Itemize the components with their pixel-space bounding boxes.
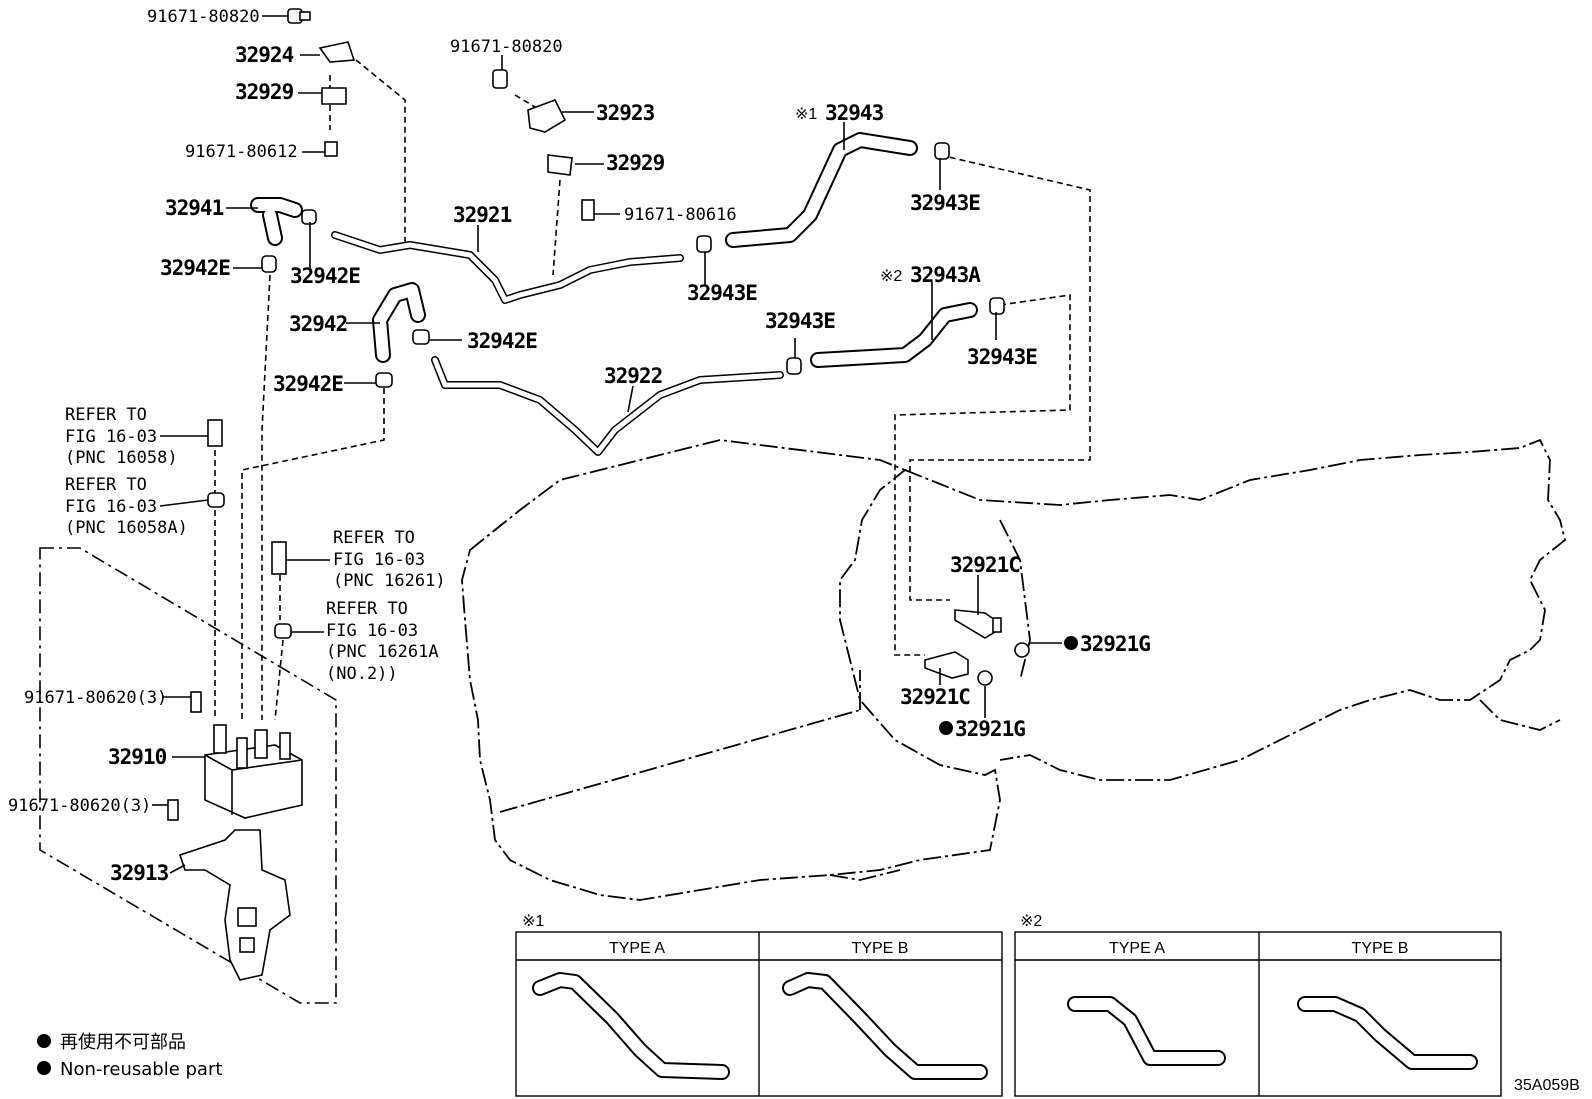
- gasket-32921g-a: [1014, 642, 1030, 658]
- variant-table-1: ※1 TYPE A TYPE B: [515, 913, 1003, 1097]
- ref-3-line2: FIG 16-03: [333, 550, 425, 570]
- solid-leaders: [152, 15, 1062, 874]
- label-32929-center: 32929: [606, 151, 665, 175]
- label-32942e-c: 32942E: [467, 329, 537, 353]
- union-32921c-b: [924, 651, 969, 679]
- variant-2-mark: ※2: [1020, 913, 1042, 930]
- label-32943e-d: 32943E: [967, 345, 1037, 369]
- label-32942e-a: 32942E: [160, 256, 230, 280]
- non-reusable-dot: [939, 721, 953, 735]
- bolt-80620-a: [190, 691, 202, 713]
- label-32943e-b: 32943E: [687, 281, 757, 305]
- bolt-80612: [324, 141, 338, 157]
- legend-en: Non-reusable part: [60, 1059, 222, 1080]
- label-32941: 32941: [165, 196, 224, 220]
- tube-32921: [331, 231, 684, 304]
- hose-32942: [372, 282, 426, 363]
- non-reusable-dot: [1064, 636, 1078, 650]
- label-bolt-80620-a: 91671-80620(3): [24, 688, 167, 708]
- label-32943-mark: ※1: [795, 106, 817, 123]
- ref-4-line3: (PNC 16261A: [326, 642, 439, 662]
- label-32942e-b: 32942E: [290, 264, 360, 288]
- ref-3-line3: (PNC 16261): [333, 571, 446, 591]
- bracket-32923: [527, 99, 567, 133]
- clamps: [207, 142, 1005, 639]
- label-32910: 32910: [108, 745, 167, 769]
- bolt-80620-b: [167, 799, 179, 821]
- bolt-top-center: [492, 69, 508, 89]
- label-32943e-c: 32943E: [765, 309, 835, 333]
- clamp-32929-left: [321, 87, 347, 105]
- label-32942e-d: 32942E: [273, 372, 343, 396]
- ref-2-line1: REFER TO: [65, 475, 147, 495]
- variant-table-2: ※2 TYPE A TYPE B: [1014, 913, 1502, 1097]
- bolt-top-left: [287, 8, 311, 24]
- variant-1-mark: ※1: [522, 913, 544, 930]
- union-32921c-a: [954, 609, 1002, 639]
- label-32943: 32943: [825, 101, 884, 125]
- ref-2-line3: (PNC 16058A): [65, 518, 188, 538]
- variant-1-type-b: TYPE B: [852, 940, 909, 957]
- reference-labels: REFER TO FIG 16-03 (PNC 16058) REFER TO …: [65, 405, 446, 684]
- label-bolt-80616: 91671-80616: [624, 205, 737, 225]
- label-32923: 32923: [596, 101, 655, 125]
- label-bolt-top-center: 91671-80820: [450, 37, 563, 57]
- label-32921g-a: 32921G: [1080, 632, 1150, 656]
- label-32943a-mark: ※2: [880, 268, 902, 285]
- transmission-outline: [461, 438, 1567, 901]
- ref-1-line1: REFER TO: [65, 405, 147, 425]
- label-32943a: 32943A: [910, 263, 981, 287]
- ref-1-line2: FIG 16-03: [65, 427, 157, 447]
- ref-1-line3: (PNC 16058): [65, 448, 178, 468]
- label-bolt-80620-b: 91671-80620(3): [8, 796, 151, 816]
- label-32924: 32924: [235, 43, 294, 67]
- cooler-panel: [39, 547, 337, 1004]
- legend-dot: [37, 1034, 51, 1048]
- gasket-32921g-b: [977, 670, 993, 686]
- label-32913: 32913: [110, 861, 169, 885]
- tube-32922: [431, 356, 784, 456]
- variant-1-type-a: TYPE A: [609, 940, 665, 957]
- variant-2-type-b: TYPE B: [1352, 940, 1409, 957]
- cooler-32910: [204, 724, 303, 819]
- variant-2-type-a: TYPE A: [1109, 940, 1165, 957]
- ref-3-line1: REFER TO: [333, 528, 415, 548]
- label-32921c-a: 32921C: [950, 553, 1020, 577]
- legend: 再使用不可部品 Non-reusable part: [37, 1032, 222, 1080]
- diagram-code: 35A059B: [1514, 1077, 1580, 1094]
- part-labels: 91671-80820 32924 32929 91671-80612 3294…: [8, 7, 1580, 1094]
- label-32921c-b: 32921C: [900, 685, 970, 709]
- label-32922: 32922: [604, 364, 662, 388]
- clamp-32929-center: [547, 154, 573, 176]
- bracket-32913: [178, 829, 291, 981]
- hose-32941: [250, 197, 303, 246]
- ref-4-line2: FIG 16-03: [326, 621, 418, 641]
- bolt-80616: [581, 199, 595, 221]
- legend-jp: 再使用不可部品: [60, 1032, 186, 1053]
- label-32943e-a: 32943E: [910, 191, 980, 215]
- bracket-32924: [318, 41, 356, 63]
- ref-4-line4: (NO.2)): [326, 664, 398, 684]
- label-32929-left: 32929: [235, 80, 294, 104]
- legend-dot: [37, 1061, 51, 1075]
- ref-2-line2: FIG 16-03: [65, 497, 157, 517]
- label-32921g-b: 32921G: [955, 717, 1025, 741]
- ref-4-line1: REFER TO: [326, 599, 408, 619]
- label-32921: 32921: [453, 203, 512, 227]
- hose-32943a: [810, 302, 978, 368]
- label-bolt-80612: 91671-80612: [185, 142, 298, 162]
- hose-32943: [725, 132, 918, 248]
- ref-pipes: [207, 419, 287, 575]
- label-bolt-top-left: 91671-80820: [147, 7, 260, 27]
- label-32942: 32942: [289, 312, 347, 336]
